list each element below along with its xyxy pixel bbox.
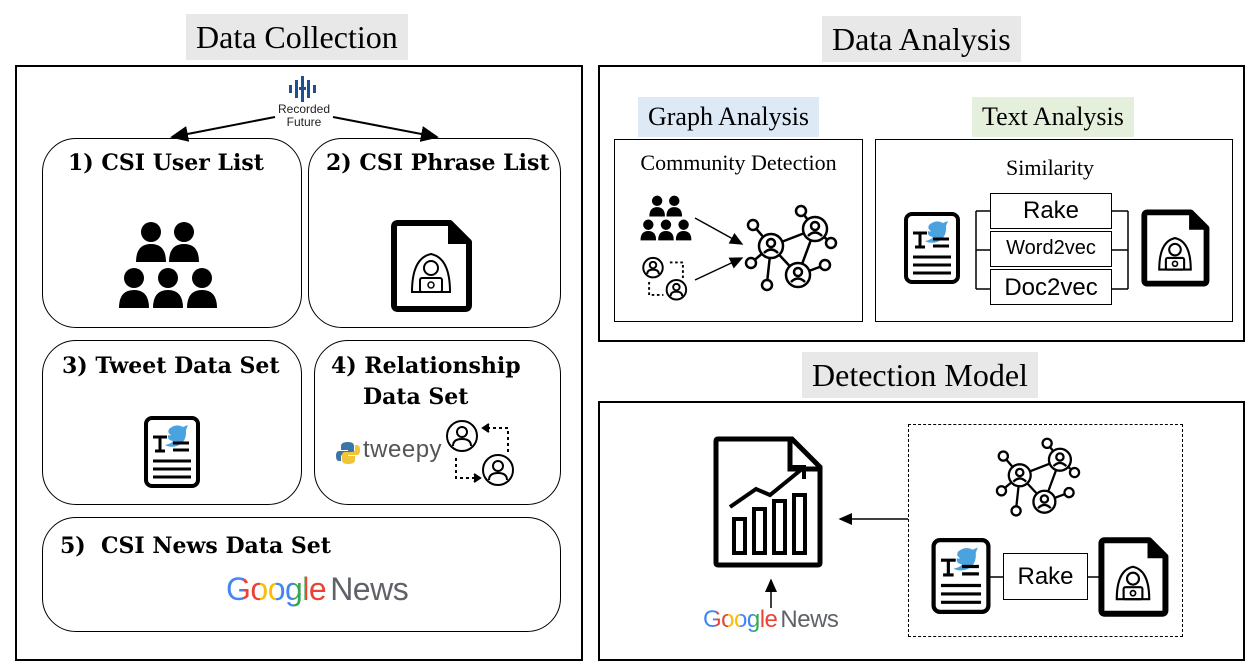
tweet-document-icon-detection — [931, 538, 991, 614]
small-user-group-icon — [640, 195, 692, 241]
text-analysis-heading: Text Analysis — [972, 97, 1134, 137]
recorded-future-text-2: Future — [286, 115, 322, 129]
recorded-future-text-1: Recorded — [277, 102, 331, 116]
relationship-label-line2: Data Set — [363, 384, 469, 410]
news-wordmark: News — [330, 571, 409, 607]
tweet-document-icon-analysis — [904, 212, 960, 284]
rake-detection-box: Rake — [1003, 553, 1088, 600]
hacker-document-icon-analysis — [1141, 209, 1210, 287]
tweet-data-set-box — [42, 340, 302, 505]
tweepy-text: tweepy — [363, 436, 443, 463]
text-analysis-box — [875, 139, 1233, 322]
data-analysis-heading: Data Analysis — [822, 16, 1021, 62]
community-detection-label: Community Detection — [640, 150, 837, 175]
graph-analysis-box — [614, 139, 863, 322]
network-graph-icon — [744, 204, 838, 292]
doc2vec-method-box: Doc2vec — [990, 269, 1112, 305]
csi-news-data-set-box — [42, 517, 561, 632]
recorded-future-mark-icon — [289, 76, 316, 102]
user-group-icon — [119, 222, 217, 308]
rake-method-label: Rake — [1022, 197, 1080, 224]
rake-detection-label: Rake — [1017, 563, 1074, 590]
small-relationship-icon — [642, 256, 688, 301]
csi-user-list-box — [42, 138, 302, 328]
feature-dashed-box — [908, 424, 1183, 637]
news-wordmark-detection: News — [780, 606, 839, 633]
word2vec-method-box: Word2vec — [990, 231, 1112, 267]
relationship-data-set-box — [314, 340, 561, 505]
data-analysis-panel — [598, 65, 1245, 342]
google-wordmark-detection: Google — [703, 606, 778, 633]
tweet-document-icon — [144, 416, 200, 488]
detection-model-heading: Detection Model — [802, 352, 1038, 398]
csi-news-data-set-label: 5) CSI News Data Set — [60, 533, 331, 559]
python-icon — [336, 442, 360, 464]
data-collection-heading: Data Collection — [186, 14, 408, 60]
data-collection-panel — [15, 65, 583, 661]
hacker-document-icon-detection — [1098, 537, 1169, 617]
method-brackets — [975, 210, 1129, 290]
hacker-document-icon — [391, 220, 472, 312]
detection-model-panel — [598, 401, 1245, 661]
analytics-report-icon — [713, 436, 823, 568]
rake-method-box: Rake — [990, 193, 1112, 229]
community-arrows — [694, 217, 744, 281]
csi-phrase-list-box — [308, 138, 561, 328]
word2vec-method-label: Word2vec — [1006, 237, 1096, 259]
network-graph-icon-detection — [995, 437, 1081, 517]
google-wordmark: Google — [226, 571, 327, 607]
doc2vec-method-label: Doc2vec — [1004, 274, 1098, 301]
tweet-data-set-label: 3) Tweet Data Set — [62, 353, 280, 379]
csi-phrase-list-label: 2) CSI Phrase List — [326, 150, 550, 176]
similarity-label: Similarity — [1006, 155, 1094, 180]
source-arrows — [170, 116, 439, 142]
user-relationship-icon — [446, 420, 514, 486]
graph-analysis-heading: Graph Analysis — [638, 97, 820, 137]
csi-user-list-label: 1) CSI User List — [68, 150, 264, 176]
relationship-label-line1: 4) Relationship — [331, 353, 521, 379]
